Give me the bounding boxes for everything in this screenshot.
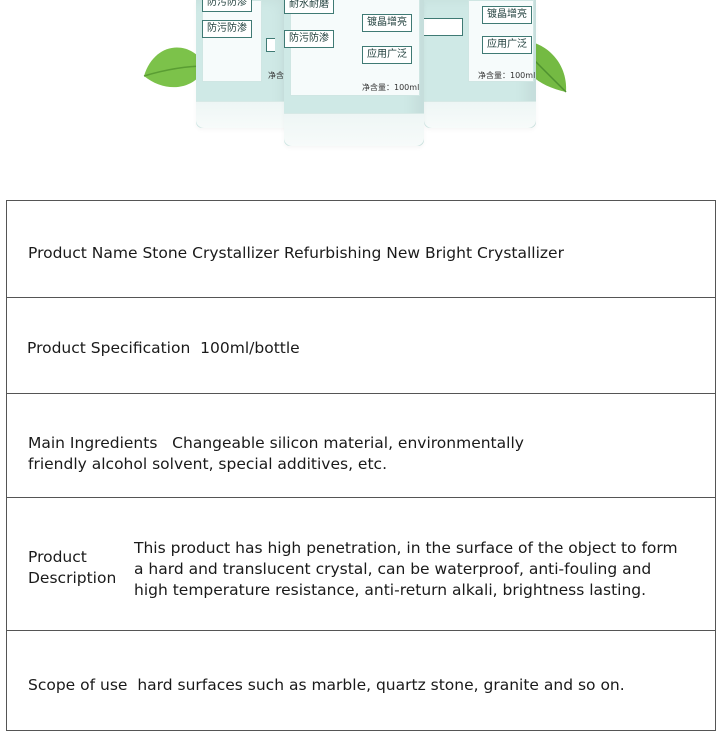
bottle-icon: 镀晶增亮 应用广泛 净含量：100ml bbox=[424, 0, 536, 128]
bottle-tag: 防污防渗 bbox=[202, 20, 252, 38]
bottle-tag: 应用广泛 bbox=[362, 46, 412, 64]
table-row: Scope of use hard surfaces such as marbl… bbox=[7, 631, 715, 731]
bottle-tag: 镀晶增亮 bbox=[362, 14, 412, 32]
product-photo: 防污防渗 防污防渗 净含量： 镀晶增亮 应用广泛 净含量：100ml 耐水耐磨 … bbox=[0, 0, 720, 200]
row-value: friendly alcohol solvent, special additi… bbox=[28, 455, 387, 473]
row-label: Product Description bbox=[28, 548, 117, 587]
bottle-tag-edge bbox=[266, 38, 275, 52]
bottle-tag: 防污防渗 bbox=[202, 0, 252, 12]
row-label: Main Ingredients bbox=[28, 434, 158, 452]
bottle-tag: 应用广泛 bbox=[482, 36, 532, 54]
table-row: Product Description This product has hig… bbox=[7, 498, 715, 631]
row-label: Product Name bbox=[28, 244, 138, 262]
spec-table: Product Name Stone Crystallizer Refurbis… bbox=[6, 200, 716, 731]
bottle-tag: 镀晶增亮 bbox=[482, 6, 532, 24]
bottle-icon: 防污防渗 防污防渗 净含量： bbox=[196, 0, 300, 128]
row-value: This product has high penetration, in th… bbox=[134, 539, 678, 599]
table-row: Product Specification 100ml/bottle bbox=[7, 298, 715, 394]
row-value: 100ml/bottle bbox=[200, 339, 300, 357]
table-row: Product Name Stone Crystallizer Refurbis… bbox=[7, 201, 715, 298]
volume-label: 净含量：100ml bbox=[478, 71, 536, 80]
row-value: Changeable silicon material, environment… bbox=[172, 434, 524, 452]
bottle-icon: 耐水耐磨 镀晶增亮 防污防渗 应用广泛 净含量：100ml bbox=[284, 0, 424, 146]
row-value: Stone Crystallizer Refurbishing New Brig… bbox=[142, 244, 564, 262]
volume-label: 净含量：100ml bbox=[362, 83, 420, 92]
bottle-tag: 耐水耐磨 bbox=[284, 0, 334, 14]
row-label: Scope of use bbox=[28, 676, 128, 694]
bottle-tag: 防污防渗 bbox=[284, 30, 334, 48]
row-label: Product Specification bbox=[27, 339, 191, 357]
table-row: Main Ingredients Changeable silicon mate… bbox=[7, 394, 715, 498]
bottle-tag-edge bbox=[424, 18, 463, 36]
row-value: hard surfaces such as marble, quartz sto… bbox=[137, 676, 625, 694]
